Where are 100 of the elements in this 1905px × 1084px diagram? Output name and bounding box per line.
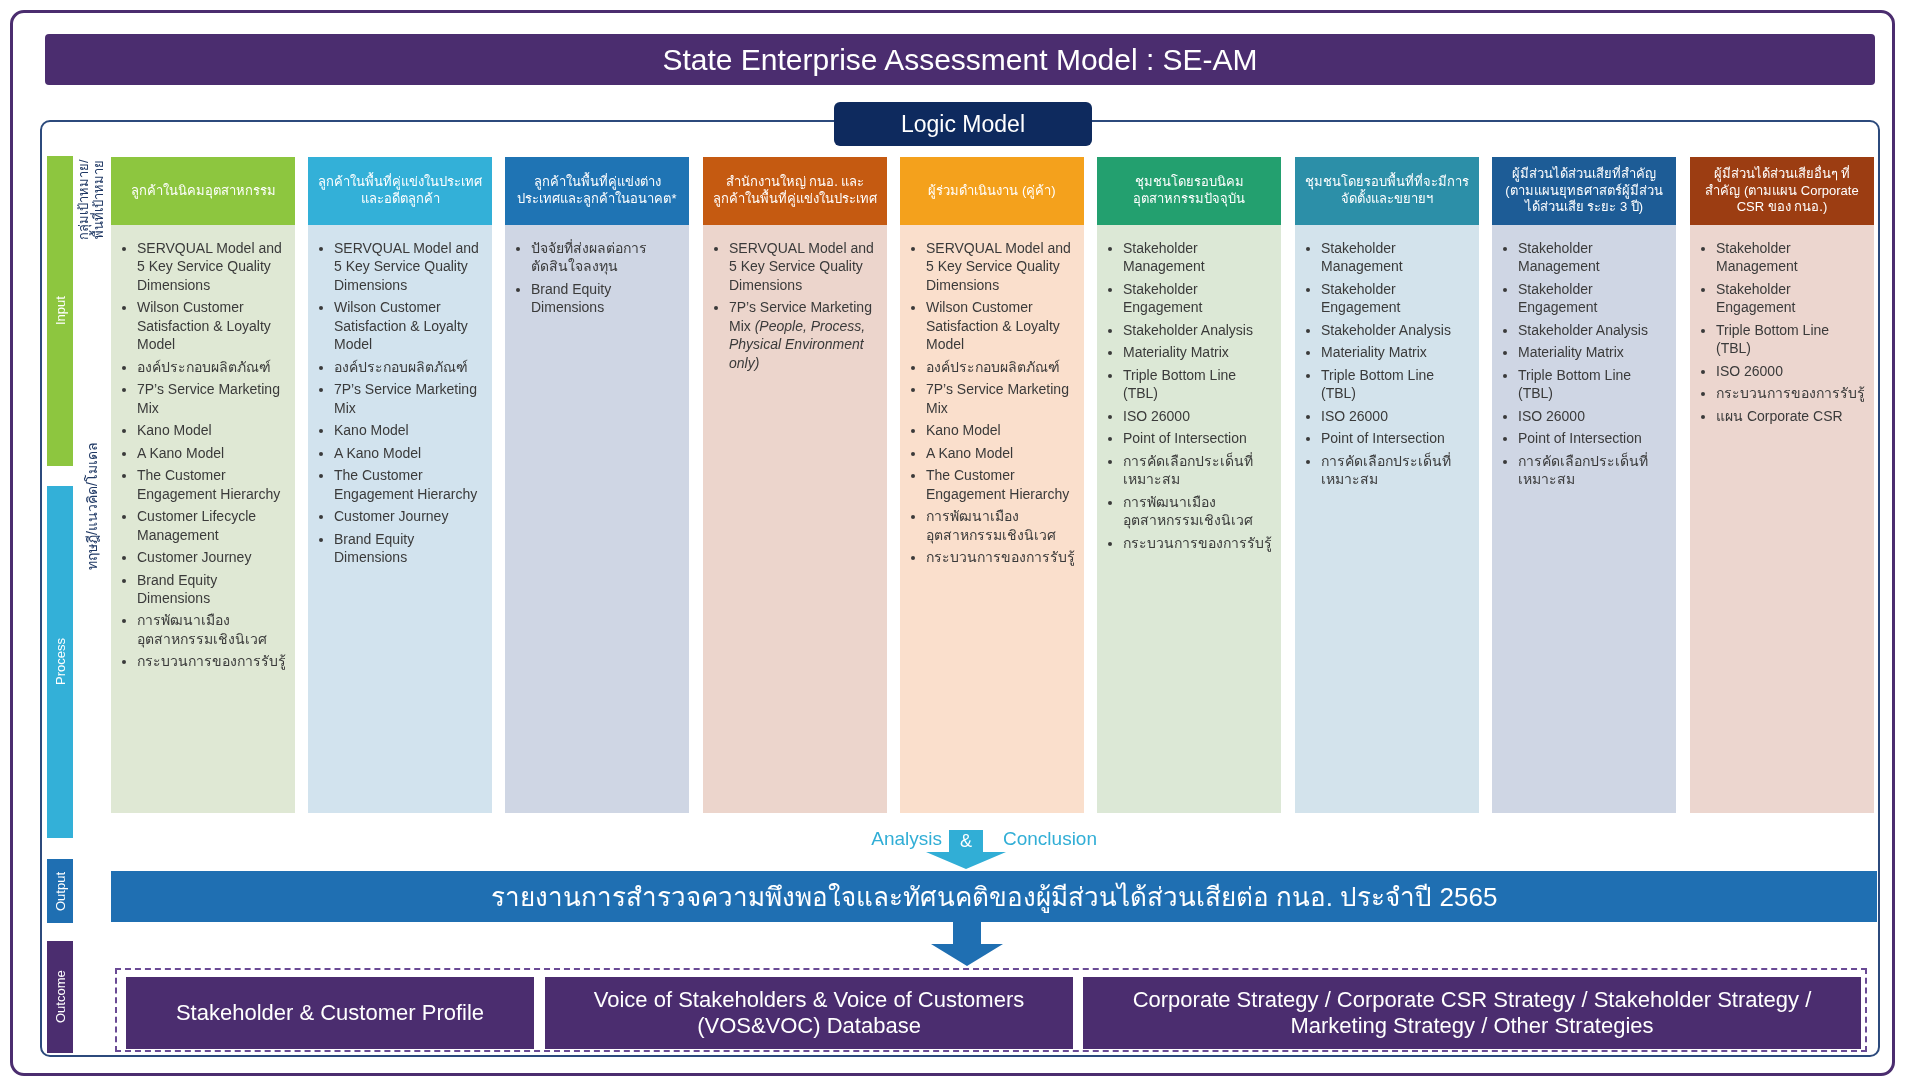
list-item: A Kano Model xyxy=(334,444,422,461)
list-item: The Customer Engagement Hierarchy xyxy=(926,467,1070,502)
flow-label: Conclusion xyxy=(1003,828,1098,851)
list-item: ISO 26000 xyxy=(1321,407,1388,424)
list-item: Stakeholder Analysis xyxy=(1518,321,1648,338)
list-item: Materiality Matrix xyxy=(1518,344,1624,361)
column-card xyxy=(900,157,1084,813)
list-item: Stakeholder Management xyxy=(1321,240,1403,275)
column-header: ลูกค้าในนิคมอุตสาหกรรม xyxy=(111,157,295,225)
list-item: 7P’s Service Marketing Mix xyxy=(137,381,280,416)
column-card xyxy=(1295,157,1479,813)
output-band: รายงานการสำรวจความพึงพอใจและทัศนคติของผู้มีส่วนได้ส่วนเสียต่อ กนอ. ประจำปี 2565 xyxy=(111,871,1877,922)
column-card xyxy=(308,157,492,813)
list-item: องค์ประกอบผลิตภัณฑ์ xyxy=(334,358,468,375)
list-item: การคัดเลือกประเด็นที่เหมาะสม xyxy=(1321,452,1451,488)
list-item: กระบวนการของการรับรู้ xyxy=(926,549,1075,566)
list-item: กระบวนการของการรับรู้ xyxy=(1716,385,1865,402)
list-item: A Kano Model xyxy=(926,444,1014,461)
arrow xyxy=(931,920,1003,966)
column-header: ชุมชนโดยรอบพื้นที่ที่จะมีการจัดตั้งและขยายฯ xyxy=(1295,157,1479,225)
frame-label: Logic Model xyxy=(834,102,1092,146)
outcome-box: Stakeholder & Customer Profile xyxy=(126,977,534,1049)
list-item: การพัฒนาเมืองอุตสาหกรรมเชิงนิเวศ xyxy=(137,612,267,647)
list-item: ISO 26000 xyxy=(1518,407,1585,424)
list-item: Materiality Matrix xyxy=(1321,344,1427,361)
list-item: การคัดเลือกประเด็นที่เหมาะสม xyxy=(1518,452,1648,488)
outcome-container xyxy=(115,968,1867,1052)
list-item: SERVQUAL Model and 5 Key Service Quality Dimensions xyxy=(334,240,479,293)
list-item: Wilson Customer Satisfaction & Loyalty Model xyxy=(334,299,468,353)
outcome-box: Corporate Strategy / Corporate CSR Strategy / Stakeholder Strategy / Marketing Strategy / Other Strategies xyxy=(1083,977,1861,1049)
list-item: องค์ประกอบผลิตภัณฑ์ xyxy=(137,358,271,375)
list-item: Point of Intersection xyxy=(1518,430,1642,447)
column-card xyxy=(1097,157,1281,813)
stage-bar: Output xyxy=(47,859,73,923)
column-card xyxy=(1690,157,1874,813)
list-item: Stakeholder Management xyxy=(1123,240,1205,275)
side-label: กลุ่มเป้าหมาย/พื้นที่เป้าหมาย xyxy=(75,158,107,243)
column-header: ผู้มีส่วนได้ส่วนเสียที่สำคัญ (ตามแผนยุทธศาสตร์ผู้มีส่วนได้ส่วนเสีย ระยะ 3 ปี) xyxy=(1492,157,1676,225)
outcome-box: Voice of Stakeholders & Voice of Customers (VOS&VOC) Database xyxy=(545,977,1073,1049)
list-item: Stakeholder Management xyxy=(1518,240,1600,275)
list-item: Triple Bottom Line (TBL) xyxy=(1716,321,1830,357)
flow-label: Analysis xyxy=(870,828,942,851)
list-item: A Kano Model xyxy=(137,444,225,461)
column-header: สำนักงานใหญ่ กนอ. และลูกค้าในพื้นที่คู่แข่งในประเทศ xyxy=(703,157,887,225)
list-item: 7P’s Service Marketing Mix (People, Process, Physical Environment only) xyxy=(729,299,872,371)
title-banner: State Enterprise Assessment Model : SE-AM xyxy=(45,34,1875,85)
list-item: Kano Model xyxy=(334,422,409,439)
list-item: Stakeholder Engagement xyxy=(1518,280,1598,316)
column-card xyxy=(1492,157,1676,813)
list-item: แผน Corporate CSR xyxy=(1716,407,1843,424)
list-item: ISO 26000 xyxy=(1716,362,1783,379)
list-item: Brand Equity Dimensions xyxy=(334,530,415,566)
list-item: Stakeholder Analysis xyxy=(1123,321,1253,338)
list-item: กระบวนการของการรับรู้ xyxy=(1123,534,1272,551)
list-item: Point of Intersection xyxy=(1123,430,1247,447)
list-item: Wilson Customer Satisfaction & Loyalty Model xyxy=(137,299,271,353)
list-item: Point of Intersection xyxy=(1321,430,1445,447)
list-item: 7P’s Service Marketing Mix xyxy=(926,381,1069,416)
list-item: องค์ประกอบผลิตภัณฑ์ xyxy=(926,358,1060,375)
column-header: ผู้ร่วมดำเนินงาน (คู่ค้า) xyxy=(900,157,1084,225)
list-item: Triple Bottom Line (TBL) xyxy=(1518,366,1632,402)
list-item: SERVQUAL Model and 5 Key Service Quality Dimensions xyxy=(926,240,1071,293)
column-header: ชุมชนโดยรอบนิคมอุตสาหกรรมปัจจุบัน xyxy=(1097,157,1281,225)
stage-bar: Outcome xyxy=(47,941,73,1053)
list-item: Triple Bottom Line (TBL) xyxy=(1123,366,1237,402)
column-card xyxy=(505,157,689,813)
list-item: 7P’s Service Marketing Mix xyxy=(334,381,477,416)
list-item: กระบวนการของการรับรู้ xyxy=(137,653,286,670)
list-item: Wilson Customer Satisfaction & Loyalty Model xyxy=(926,299,1060,353)
list-item: Kano Model xyxy=(926,422,1001,439)
list-item: การพัฒนาเมืองอุตสาหกรรมเชิงนิเวศ xyxy=(1123,493,1253,529)
list-item: ISO 26000 xyxy=(1123,407,1190,424)
list-item: ปัจจัยที่ส่งผลต่อการตัดสินใจลงทุน xyxy=(531,240,647,275)
column-header: ลูกค้าในพื้นที่คู่แข่งต่างประเทศและลูกค้าในอนาคต* xyxy=(505,157,689,225)
list-item: Stakeholder Engagement xyxy=(1123,280,1203,316)
list-item: SERVQUAL Model and 5 Key Service Quality Dimensions xyxy=(729,240,874,293)
list-item: Stakeholder Management xyxy=(1716,240,1798,275)
stage-bar: Process xyxy=(47,486,73,838)
list-item: Customer Lifecycle Management xyxy=(137,508,257,543)
list-item: การพัฒนาเมืองอุตสาหกรรมเชิงนิเวศ xyxy=(926,508,1056,543)
list-item: The Customer Engagement Hierarchy xyxy=(334,467,478,502)
list-item: Kano Model xyxy=(137,422,212,439)
list-item: Stakeholder Engagement xyxy=(1321,280,1401,316)
list-item: Brand Equity Dimensions xyxy=(531,280,612,316)
list-item: Triple Bottom Line (TBL) xyxy=(1321,366,1435,402)
column-card xyxy=(703,157,887,813)
column-header: ผู้มีส่วนได้ส่วนเสียอื่นๆ ที่สำคัญ (ตามแผน Corporate CSR ของ กนอ.) xyxy=(1690,157,1874,225)
column-header: ลูกค้าในพื้นที่คู่แข่งในประเทศและอดีตลูกค้า xyxy=(308,157,492,225)
list-item: SERVQUAL Model and 5 Key Service Quality Dimensions xyxy=(137,240,282,293)
list-item: Stakeholder Analysis xyxy=(1321,321,1451,338)
list-item: Customer Journey xyxy=(137,549,252,566)
list-item: Materiality Matrix xyxy=(1123,344,1229,361)
list-item: Brand Equity Dimensions xyxy=(137,571,218,606)
list-item: การคัดเลือกประเด็นที่เหมาะสม xyxy=(1123,452,1253,488)
stage-bar: Input xyxy=(47,156,73,466)
list-item: Customer Journey xyxy=(334,508,449,525)
list-item: Stakeholder Engagement xyxy=(1716,280,1796,316)
column-card xyxy=(111,157,295,813)
side-label: ทฤษฎี/แนวคิด/โมเดล xyxy=(82,441,101,572)
list-item: The Customer Engagement Hierarchy xyxy=(137,467,281,502)
